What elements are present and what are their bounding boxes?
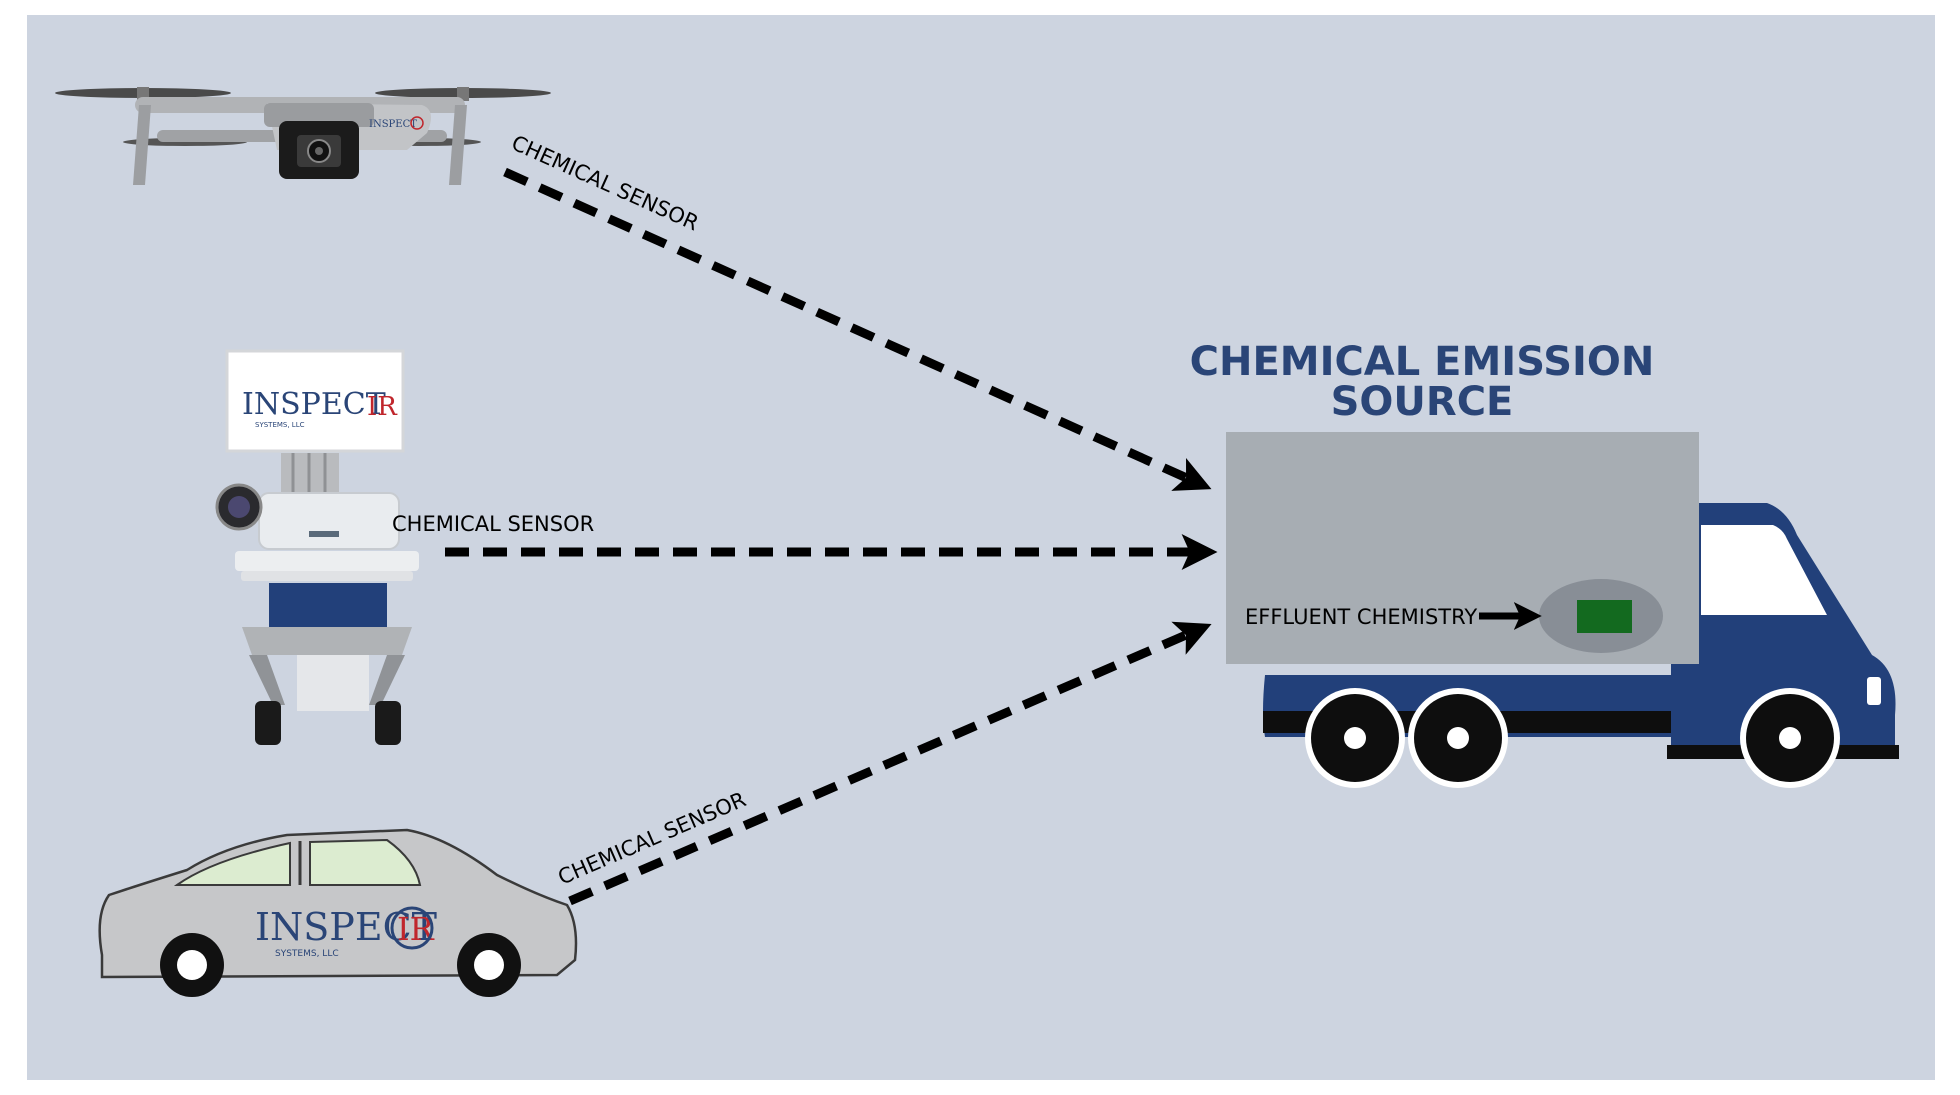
title-line-1: CHEMICAL EMISSION — [1190, 339, 1655, 385]
truck-wheel — [1408, 688, 1508, 788]
diagram-panel: INSPECT INSPECT IR SYSTEMS, LLC — [27, 15, 1935, 1080]
car-logo-sub: SYSTEMS, LLC — [275, 949, 339, 959]
sensor-car-icon: INSPECT IR SYSTEMS, LLC — [98, 828, 578, 997]
cart-logo-mark: IR — [367, 392, 398, 422]
arrow-label-cart: CHEMICAL SENSOR — [392, 512, 594, 536]
title-line-2: SOURCE — [1331, 379, 1514, 425]
arrow-drone-to-source — [503, 167, 1212, 491]
truck-wheel — [1305, 688, 1405, 788]
drone-logo-word: INSPECT — [369, 119, 417, 130]
truck-wheel — [1740, 688, 1840, 788]
car-logo-word: INSPECT — [255, 905, 437, 949]
effluent-label: EFFLUENT CHEMISTRY — [1245, 605, 1477, 629]
cart-logo-sub: SYSTEMS, LLC — [255, 421, 305, 429]
drone-icon: INSPECT — [55, 87, 551, 185]
arrow-car-to-source — [568, 621, 1212, 906]
diagram-canvas: INSPECT INSPECT IR SYSTEMS, LLC — [27, 15, 1935, 1080]
sample-chip — [1577, 600, 1632, 633]
cart-logo-word: INSPECT — [242, 387, 386, 422]
emission-truck-icon — [1226, 432, 1899, 788]
sensor-cart-icon: INSPECT IR SYSTEMS, LLC — [215, 349, 419, 745]
